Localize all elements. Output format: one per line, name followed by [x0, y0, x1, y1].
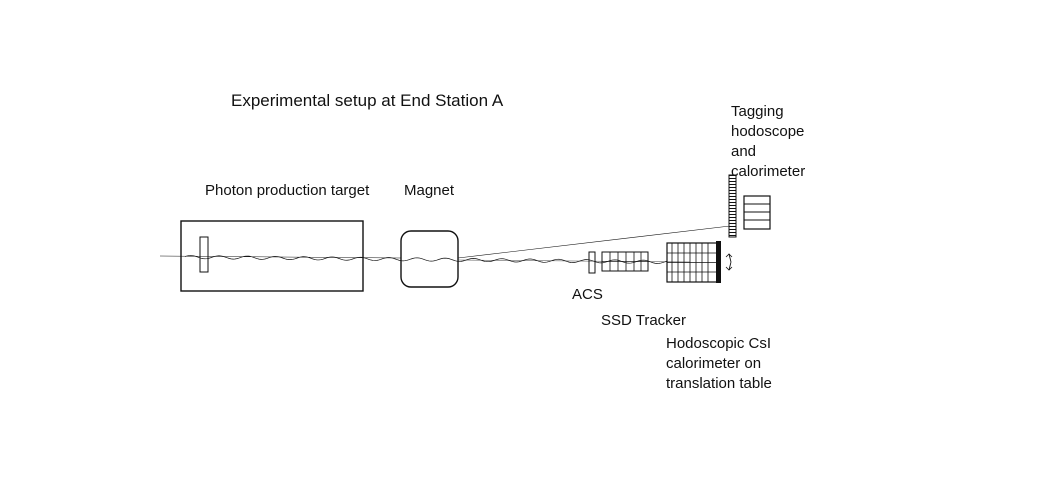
- tagging-system: [728, 174, 771, 238]
- tagging-label-line3: and: [731, 143, 756, 160]
- acs-label: ACS: [572, 286, 603, 303]
- photon-beam-wavy: [184, 255, 668, 264]
- diagram-title: Experimental setup at End Station A: [231, 91, 504, 110]
- magnet: [400, 230, 459, 288]
- target-foil: [199, 236, 209, 273]
- hodoscopic-label-line1: Hodoscopic CsI: [666, 335, 771, 352]
- beam-lines: [159, 225, 731, 264]
- electron-deflected-beam: [457, 225, 731, 259]
- tagging-calorimeter: [743, 195, 771, 230]
- translation-arrow-icon: [728, 253, 732, 271]
- arrowhead-icon: [725, 253, 733, 271]
- tagging-hodoscope: [728, 174, 737, 238]
- photon-production-target: [180, 220, 364, 292]
- target-label: Photon production target: [205, 182, 370, 199]
- ssd-tracker: [601, 251, 649, 272]
- tagging-label-line4: calorimeter: [731, 163, 805, 180]
- hodoscopic-label-line3: translation table: [666, 375, 772, 392]
- csi-calorimeter: [666, 241, 733, 283]
- hodoscopic-label-line2: calorimeter on: [666, 355, 761, 372]
- tagging-label-line2: hodoscope: [731, 123, 804, 140]
- photon-straight-line: [457, 259, 691, 263]
- ssd-label: SSD Tracker: [601, 312, 686, 329]
- translation-table-plate: [716, 241, 721, 283]
- tagging-label-line1: Tagging: [731, 103, 784, 120]
- magnet-label: Magnet: [404, 182, 455, 199]
- acs-detector: [588, 251, 596, 274]
